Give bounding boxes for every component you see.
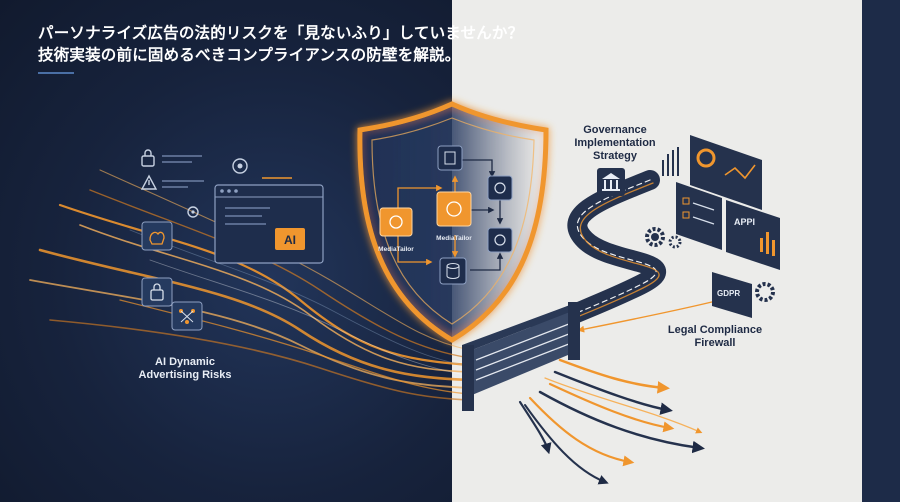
- governance-label-line-2: Implementation: [574, 137, 656, 149]
- bar-chart-icon: [662, 147, 679, 176]
- governance-label: Governance Implementation Strategy: [560, 124, 670, 163]
- gear-icon-gdpr: [755, 282, 775, 302]
- mediatailor-label-center: MediaTailor: [436, 235, 472, 242]
- hand-icon-tile: [141, 221, 173, 251]
- database-node: [439, 257, 467, 285]
- target-icon: [232, 158, 292, 187]
- data-streams: [29, 169, 472, 401]
- user-lock-icon-tile: [141, 277, 173, 307]
- lock-icon: [141, 149, 202, 167]
- risks-label-line-2: Advertising Risks: [138, 369, 232, 381]
- appi-label: APPI: [734, 217, 755, 227]
- gear-icon: [645, 227, 665, 247]
- risks-label: AI Dynamic Advertising Risks: [120, 356, 250, 382]
- ai-badge: AI: [284, 233, 296, 247]
- mediatailor-node-left: MediaTailor: [378, 207, 414, 253]
- ai-browser-window: AI: [214, 184, 324, 264]
- governance-label-line-3: Strategy: [592, 150, 638, 162]
- governance-label-line-1: Governance: [583, 124, 647, 136]
- headline: パーソナライズ広告の法的リスクを「見ないふり」していませんか？ 技術実装の前に固…: [38, 22, 524, 66]
- firewall-label-line-2: Firewall: [694, 337, 736, 349]
- firewall-label-line-1: Legal Compliance: [667, 324, 763, 336]
- headline-line-2: 技術実装の前に固めるべきコンプライアンスの防壁を解説。: [38, 46, 461, 64]
- gdpr-panel: GDPR: [712, 272, 752, 318]
- bank-icon-tile: [597, 168, 625, 196]
- gear-icon-small: [668, 235, 682, 249]
- network-icon-tile: [171, 301, 203, 331]
- risks-label-line-1: AI Dynamic: [155, 356, 215, 368]
- output-arrows: [518, 358, 705, 485]
- firewall-gate: [462, 302, 580, 411]
- headline-line-1: パーソナライズ広告の法的リスクを「見ないふり」していませんか？: [38, 24, 524, 42]
- headline-divider: [38, 72, 74, 74]
- analytics-panel: [690, 135, 762, 210]
- gdpr-label: GDPR: [717, 289, 740, 298]
- settings-icon: [187, 206, 199, 218]
- appi-panel: APPI: [726, 200, 780, 270]
- checklist-panel: [676, 182, 722, 250]
- compliance-shield: MediaTailor MediaTailor: [357, 101, 549, 343]
- document-node: [437, 145, 463, 171]
- right-edge-band: [862, 0, 900, 502]
- mediatailor-label-left: MediaTailor: [378, 246, 414, 253]
- refresh-node: [487, 175, 513, 201]
- mediatailor-node-center: MediaTailor: [436, 191, 472, 242]
- governance-road: [530, 170, 721, 340]
- firewall-label: Legal Compliance Firewall: [650, 324, 780, 350]
- sync-node: [487, 227, 513, 253]
- warning-icon: [140, 174, 204, 190]
